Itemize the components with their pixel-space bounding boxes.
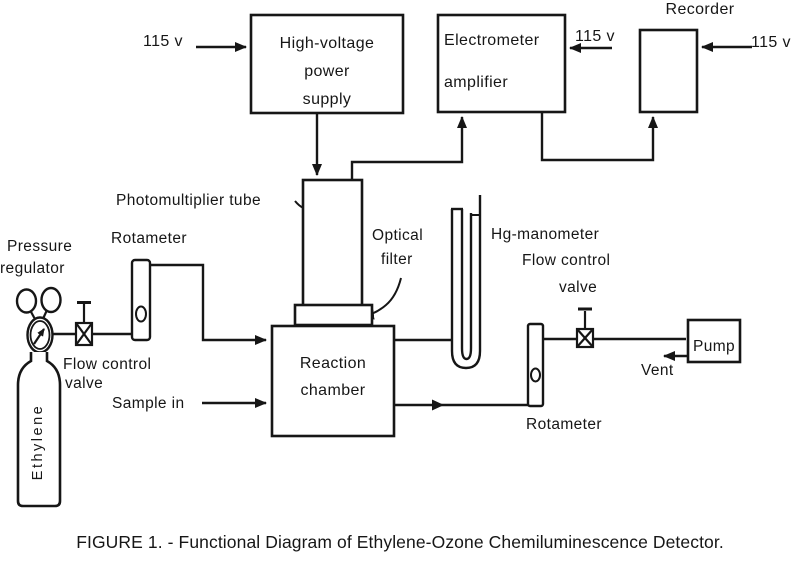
wire-pmt-to-electrometer — [350, 116, 467, 180]
regulator-knob-right — [40, 286, 62, 314]
hv-supply-line2: power — [304, 63, 350, 80]
flow-direction-arrowhead — [432, 399, 444, 411]
electrometer-line1: Electrometer — [444, 32, 540, 49]
power-115v-left-label: 115 v — [143, 33, 183, 50]
ethylene-cylinder-label: Ethylene — [30, 403, 46, 481]
electrometer-line2: amplifier — [444, 74, 509, 91]
reaction-chamber-line1: Reaction — [299, 355, 367, 372]
wire-electrometer-to-recorder — [540, 112, 658, 162]
pump-box — [686, 318, 742, 364]
power-115v-middle-label: 115 v — [575, 28, 615, 45]
manometer-outer-wall — [450, 195, 482, 370]
recorder-label: Recorder — [665, 1, 735, 18]
flow-control-left-line2: valve — [65, 375, 104, 392]
photomultiplier-tube-box — [301, 178, 364, 309]
optical-filter-line1: Optical — [372, 227, 424, 244]
pressure-gauge-needle — [33, 328, 45, 345]
rotameter-right-body — [526, 322, 545, 408]
hv-supply-line3: supply — [302, 91, 352, 108]
rotameter-left-body — [130, 258, 152, 342]
flow-control-right-line1: Flow control — [522, 252, 611, 269]
rotameter-right-float — [530, 367, 541, 383]
hg-manometer-tube — [450, 195, 482, 370]
pressure-regulator-line1: Pressure — [7, 238, 73, 255]
figure-caption: FIGURE 1. - Functional Diagram of Ethyle… — [76, 532, 724, 552]
pressure-regulator-line2: regulator — [0, 260, 65, 277]
rotameter-left-float — [135, 305, 147, 323]
electrometer-amplifier-box — [436, 13, 567, 114]
pressure-regulator-assembly — [15, 286, 62, 354]
hv-supply-label: High-voltage power supply — [251, 30, 403, 114]
manometer-inner-wall — [460, 209, 473, 361]
valve-right-cross-2 — [576, 328, 594, 348]
reaction-chamber-box — [270, 324, 396, 438]
optical-filter-box — [293, 303, 374, 327]
rotameter-left-label: Rotameter — [111, 230, 187, 247]
reaction-chamber-label: Reaction chamber — [272, 350, 394, 404]
photomultiplier-tube-label: Photomultiplier tube — [116, 192, 261, 209]
flow-control-right-line2: valve — [559, 279, 598, 296]
regulator-knob-left — [15, 288, 38, 314]
hv-supply-line1: High-voltage — [279, 35, 375, 52]
flow-control-left-line1: Flow control — [63, 356, 152, 373]
high-voltage-supply-box — [249, 13, 405, 115]
optical-filter-line2: filter — [381, 251, 413, 268]
flow-control-valve-right — [575, 307, 595, 349]
sample-in-label: Sample in — [112, 395, 185, 412]
valve-left-cross-2 — [75, 322, 93, 346]
pipe-rotameter-to-chamber — [150, 263, 267, 345]
pump-label: Pump — [692, 338, 736, 355]
vent-label: Vent — [641, 362, 674, 379]
flow-control-valve-left — [74, 301, 94, 347]
recorder-box — [638, 28, 699, 114]
hg-manometer-label: Hg-manometer — [491, 226, 600, 243]
power-115v-right-label: 115 v — [751, 34, 791, 51]
rotameter-right-label: Rotameter — [526, 416, 602, 433]
reaction-chamber-line2: chamber — [300, 382, 366, 399]
ethylene-cylinder — [16, 352, 62, 508]
